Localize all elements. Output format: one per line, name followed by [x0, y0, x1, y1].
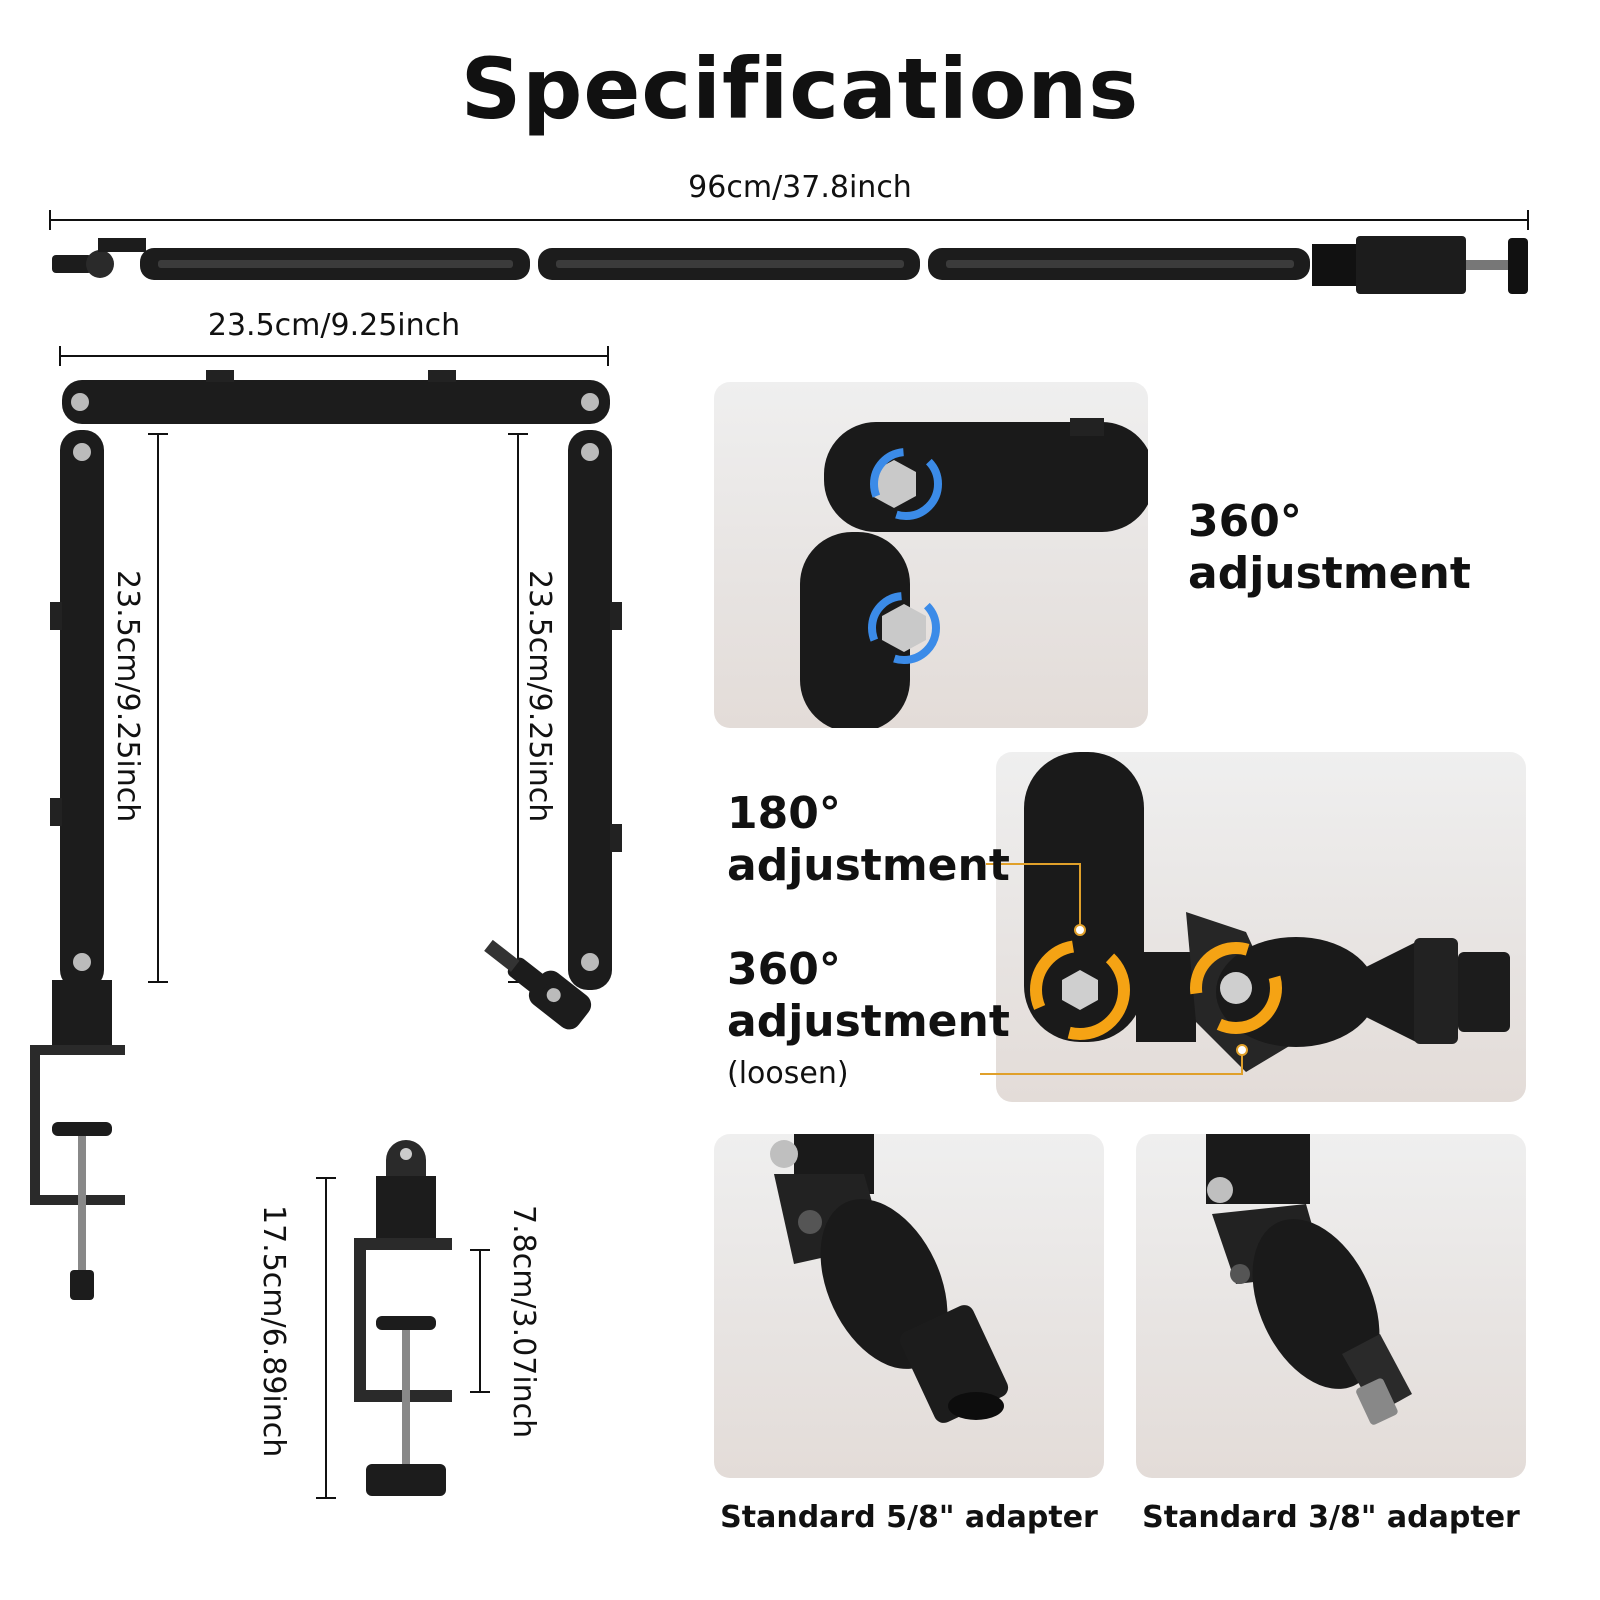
adapter-panel-5-8: [714, 1134, 1104, 1478]
adapter-panel-3-8: [1136, 1134, 1526, 1478]
adapter-3-8-illustration: [1206, 1134, 1412, 1425]
ball-joint-text: adjustment: [727, 996, 1010, 1047]
clamp-height-label: 17.5cm/6.89inch: [256, 1205, 291, 1458]
clamp-illustration: [316, 1140, 490, 1499]
top-joint-panel: [714, 382, 1148, 728]
top-joint-text: adjustment: [1188, 548, 1471, 599]
elbow-joint-angle: 180°: [727, 788, 841, 839]
callout-lines: [980, 863, 1248, 1075]
ball-joint-note: (loosen): [727, 1056, 849, 1091]
total-length-label: 96cm/37.8inch: [688, 170, 912, 205]
page-title: Specifications: [460, 40, 1140, 138]
elbow-joint-text: adjustment: [727, 840, 1010, 891]
adapter-5-8-illustration: [770, 1134, 1009, 1423]
adapter-5-8-caption: Standard 5/8" adapter: [720, 1500, 1098, 1535]
extended-arm-illustration: [49, 210, 1529, 294]
adapter-3-8-caption: Standard 3/8" adapter: [1142, 1500, 1520, 1535]
right-arm-height-label: 23.5cm/9.25inch: [522, 570, 557, 823]
clamp-opening-label: 7.8cm/3.07inch: [506, 1205, 541, 1439]
ball-joint-angle: 360°: [727, 944, 841, 995]
top-arm-width-label: 23.5cm/9.25inch: [207, 308, 461, 343]
top-joint-angle: 360°: [1188, 496, 1302, 547]
elbow-joint-illustration: [1024, 752, 1510, 1072]
top-joint-illustration: [800, 418, 1148, 728]
left-arm-height-label: 23.5cm/9.25inch: [110, 570, 145, 823]
folded-arm-illustration: [30, 346, 622, 1300]
